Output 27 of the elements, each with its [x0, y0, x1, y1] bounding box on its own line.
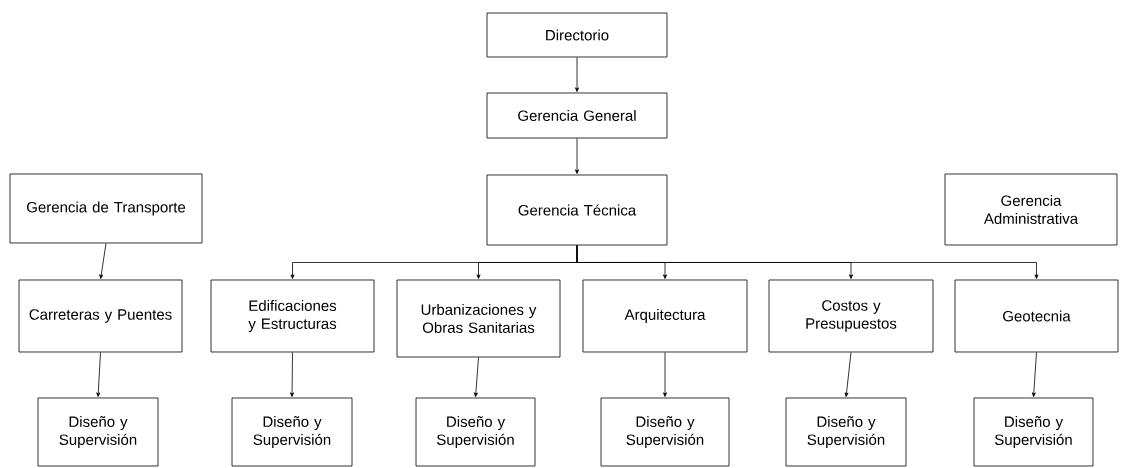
- org-box: Diseño y Supervisión: [785, 397, 907, 467]
- arrow: [576, 245, 1039, 279]
- arrow: [844, 352, 852, 397]
- org-box: Gerencia de Transporte: [9, 173, 203, 244]
- org-box: Urbanizaciones y Obras Sanitarias: [396, 279, 561, 358]
- org-box: Diseño y Supervisión: [231, 397, 353, 467]
- arrow: [290, 352, 295, 397]
- org-box: Diseño y Supervisión: [973, 397, 1094, 467]
- org-box: Gerencia General: [486, 92, 668, 139]
- org-box: Arquitectura: [582, 279, 748, 353]
- arrow: [663, 352, 667, 397]
- org-box: Costos y Presupuestos: [768, 279, 934, 353]
- arrow: [96, 352, 101, 397]
- org-box: Gerencia Administrativa: [944, 173, 1118, 246]
- org-box: Geotecnia: [954, 279, 1119, 353]
- arrow: [473, 357, 479, 397]
- arrow: [1031, 352, 1037, 397]
- arrow: [575, 138, 579, 174]
- arrow: [575, 57, 579, 92]
- org-box: Directorio: [486, 12, 668, 58]
- org-box: Diseño y Supervisión: [415, 397, 536, 467]
- org-box: Diseño y Supervisión: [37, 397, 159, 467]
- org-box: Gerencia Técnica: [486, 174, 668, 246]
- org-box: Diseño y Supervisión: [600, 397, 730, 467]
- arrow: [99, 243, 107, 279]
- org-box: Edificaciones y Estructuras: [210, 279, 375, 353]
- org-box: Carreteras y Puentes: [18, 279, 183, 353]
